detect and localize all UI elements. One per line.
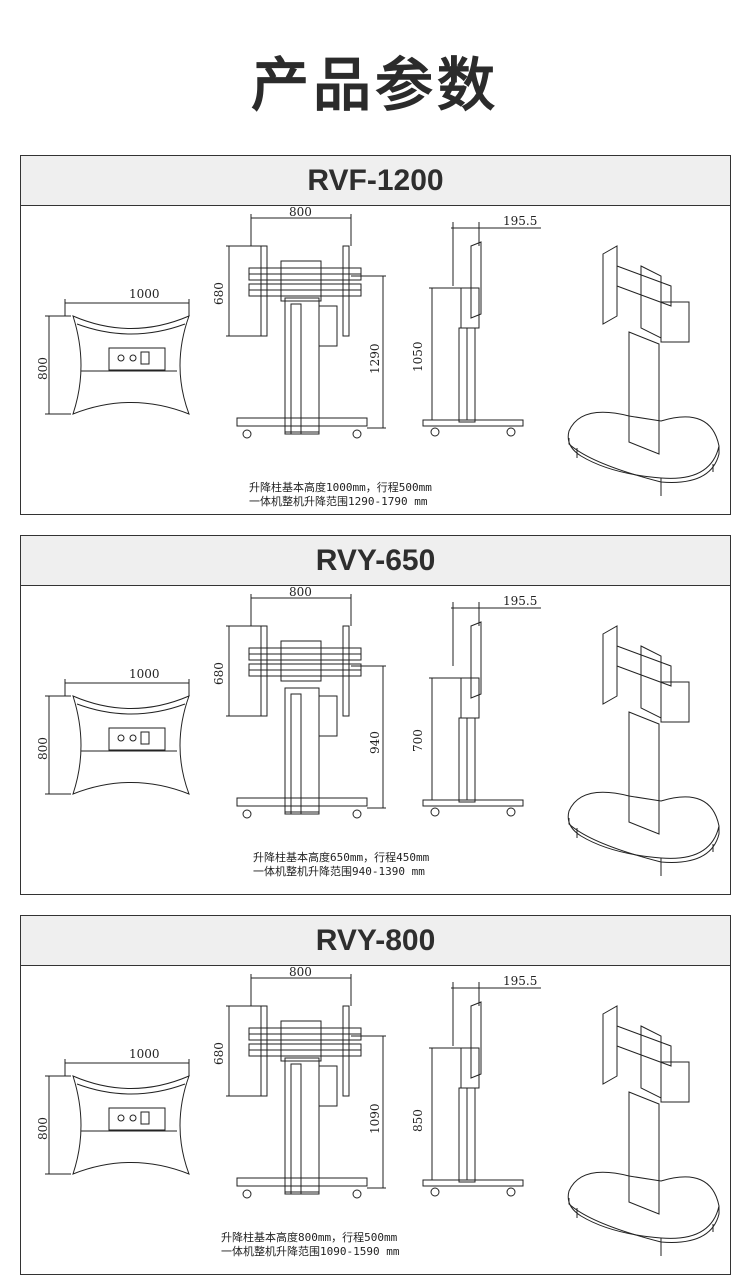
model-title: RVF-1200 [21,156,730,206]
note-line-range: 一体机整机升降范围1090-1590 mm [221,1245,400,1258]
technical-drawing: 1000 800 800 680 1290 195.5 1050 [36,206,720,496]
column-height-label: 700 [411,729,425,752]
note-line-range: 一体机整机升降范围1290-1790 mm [249,495,428,508]
column-height-label: 1050 [411,341,425,372]
spec-note: 升降柱基本高度1000mm，行程500mm 一体机整机升降范围1290-1790… [249,481,432,509]
base-depth-label: 800 [36,737,50,760]
top-view [45,299,190,415]
model-title: RVY-650 [21,536,730,586]
drawing-area: 1000 800 800 680 940 195.5 700 升降柱基本高度65… [21,586,730,894]
column-height-label: 850 [411,1109,425,1132]
note-line-stroke: 升降柱基本高度650mm，行程450mm [253,851,430,864]
spec-panel-rvf-1200: RVF-1200 [20,155,731,515]
spec-note: 升降柱基本高度800mm，行程500mm 一体机整机升降范围1090-1590 … [221,1231,399,1259]
note-line-stroke: 升降柱基本高度1000mm，行程500mm [249,481,432,494]
drawing-area: 1000 800 800 680 1090 195.5 850 升降柱基本高度8… [21,966,730,1274]
top-view [45,679,190,795]
page-title: 产品参数 [250,51,499,119]
bracket-height-label: 680 [212,282,226,305]
side-view [422,602,541,817]
top-view [45,1059,190,1175]
note-line-range: 一体机整机升降范围940-1390 mm [253,865,425,878]
total-height-label: 940 [368,731,382,754]
side-offset-label: 195.5 [503,974,537,988]
side-offset-label: 195.5 [503,594,537,608]
spec-panel-rvy-650: RVY-650 [20,535,731,895]
model-title: RVY-800 [21,916,730,966]
base-width-label: 1000 [129,1047,160,1061]
spec-panel-rvy-800: RVY-800 [20,915,731,1275]
isometric-view [567,1005,720,1256]
drawing-area: 1000 800 800 680 1290 195.5 1050 升降柱基本高度… [21,206,730,514]
front-view [226,974,386,1199]
isometric-view [567,625,720,876]
total-height-label: 1090 [368,1103,382,1134]
isometric-view [567,245,720,496]
base-depth-label: 800 [36,1117,50,1140]
front-width-label: 800 [289,966,312,979]
total-height-label: 1290 [368,343,382,374]
side-view [422,982,541,1197]
front-width-label: 800 [289,586,312,599]
base-width-label: 1000 [129,667,160,681]
base-width-label: 1000 [129,287,160,301]
bracket-height-label: 680 [212,662,226,685]
side-offset-label: 195.5 [503,214,537,228]
side-view [422,222,541,437]
note-line-stroke: 升降柱基本高度800mm，行程500mm [221,1231,398,1244]
spec-note: 升降柱基本高度650mm，行程450mm 一体机整机升降范围940-1390 m… [253,851,429,879]
front-width-label: 800 [289,206,312,219]
technical-drawing: 1000 800 800 680 1090 195.5 850 [36,966,720,1256]
bracket-height-label: 680 [212,1042,226,1065]
front-view [226,214,386,439]
base-depth-label: 800 [36,357,50,380]
technical-drawing: 1000 800 800 680 940 195.5 700 [36,586,720,876]
front-view [226,594,386,819]
